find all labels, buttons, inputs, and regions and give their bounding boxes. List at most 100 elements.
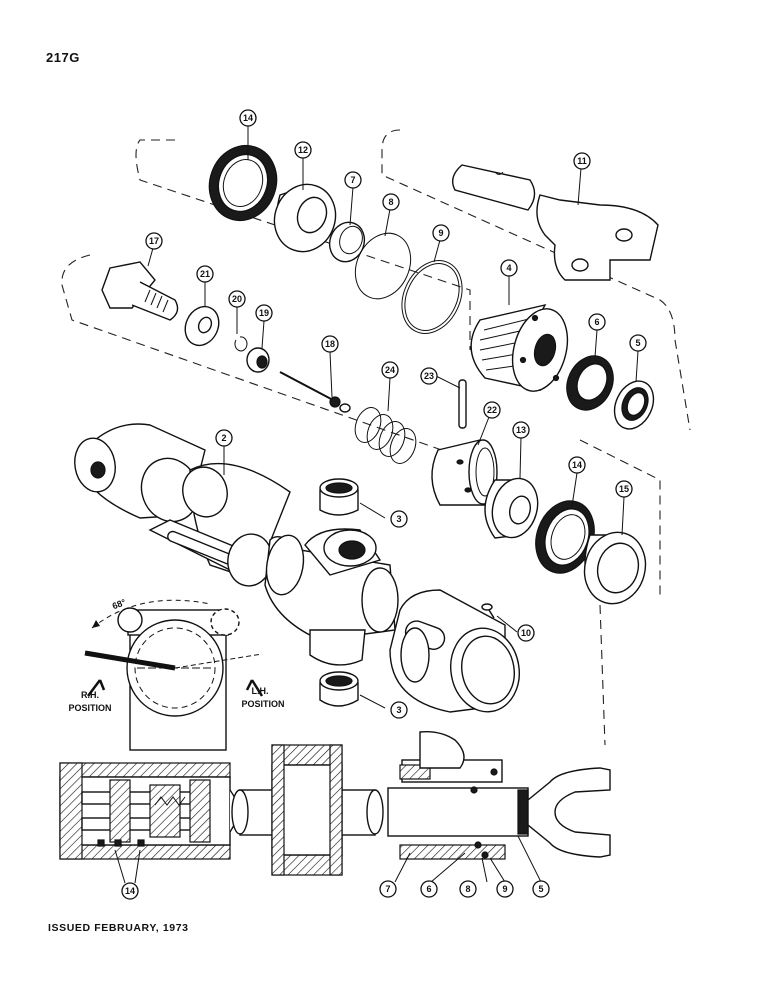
- part-10-screw: [481, 603, 495, 619]
- part-14-middle-seal-ring: [535, 500, 595, 574]
- svg-text:7: 7: [350, 175, 355, 185]
- part-3-bushing-upper: [319, 478, 359, 516]
- callout-11: 11: [573, 152, 591, 170]
- svg-text:3: 3: [396, 514, 401, 524]
- part-23-roll-pin: [458, 379, 467, 429]
- part-21-washer: [184, 305, 220, 347]
- svg-text:14: 14: [125, 886, 135, 896]
- svg-text:22: 22: [487, 405, 497, 415]
- part-8-o-ring: [354, 232, 412, 300]
- rh-label: R.H.: [81, 690, 99, 700]
- callout-7-top: 7: [344, 171, 362, 189]
- svg-text:10: 10: [521, 628, 531, 638]
- svg-text:14: 14: [243, 113, 253, 123]
- svg-text:13: 13: [516, 425, 526, 435]
- part-18-pin: [279, 371, 351, 413]
- svg-text:21: 21: [200, 269, 210, 279]
- section-view-left: [59, 762, 239, 860]
- part-12-gland: [273, 183, 337, 253]
- lh-label: L.H.: [252, 686, 269, 696]
- svg-text:11: 11: [577, 156, 587, 166]
- center-body: [264, 528, 399, 666]
- callout-6-bottom: 6: [420, 880, 438, 898]
- svg-text:15: 15: [619, 484, 629, 494]
- callout-21: 21: [196, 265, 214, 283]
- svg-text:5: 5: [538, 884, 543, 894]
- callout-5-bottom: 5: [532, 880, 550, 898]
- callout-23: 23: [420, 367, 438, 385]
- svg-text:17: 17: [149, 236, 159, 246]
- svg-text:8: 8: [388, 197, 393, 207]
- part-6-wiper: [566, 355, 614, 411]
- callout-8-top: 8: [382, 193, 400, 211]
- right-cylinder-barrel: [389, 589, 520, 713]
- callout-9-top: 9: [432, 224, 450, 242]
- page-code: 217G: [46, 50, 80, 65]
- svg-text:3: 3: [396, 705, 401, 715]
- callout-2: 2: [215, 429, 233, 447]
- callout-14-bottom: 14: [121, 882, 139, 900]
- callout-4: 4: [500, 259, 518, 277]
- callout-7-bottom: 7: [379, 880, 397, 898]
- callout-10: 10: [517, 624, 535, 642]
- part-7-bushing: [328, 221, 366, 263]
- part-4-piston: [470, 303, 569, 392]
- svg-text:23: 23: [424, 371, 434, 381]
- callout-6-top: 6: [588, 313, 606, 331]
- svg-text:6: 6: [426, 884, 431, 894]
- svg-text:7: 7: [385, 884, 390, 894]
- dashed-outline-middle: [61, 254, 471, 461]
- callout-18: 18: [321, 335, 339, 353]
- lh-position-label: POSITION: [241, 699, 284, 709]
- part-3-bushing-lower: [319, 671, 359, 707]
- callout-22: 22: [483, 401, 501, 419]
- callout-9-bottom: 9: [496, 880, 514, 898]
- svg-text:24: 24: [385, 365, 395, 375]
- callout-3-lower: 3: [390, 701, 408, 719]
- svg-text:8: 8: [465, 884, 470, 894]
- callout-17: 17: [145, 232, 163, 250]
- callout-14-middle: 14: [568, 456, 586, 474]
- callout-8-bottom: 8: [459, 880, 477, 898]
- part-14-seal-ring: [208, 144, 278, 222]
- issued-date: ISSUED FEBRUARY, 1973: [48, 922, 189, 934]
- callout-12: 12: [294, 141, 312, 159]
- rh-position-label: POSITION: [68, 703, 111, 713]
- svg-text:12: 12: [298, 145, 308, 155]
- angle-label: 68°: [111, 597, 128, 611]
- part-11-rod-clevis: [452, 164, 659, 281]
- svg-text:18: 18: [325, 339, 335, 349]
- svg-text:20: 20: [232, 294, 242, 304]
- callout-3-upper: 3: [390, 510, 408, 528]
- callout-24: 24: [381, 361, 399, 379]
- dashed-outline-top-right: [381, 129, 691, 431]
- svg-text:19: 19: [259, 308, 269, 318]
- dashed-outline-lower: [579, 439, 661, 746]
- svg-text:9: 9: [438, 228, 443, 238]
- svg-text:4: 4: [506, 263, 511, 273]
- part-5-seal: [613, 380, 655, 430]
- callout-13: 13: [512, 421, 530, 439]
- callout-20: 20: [228, 290, 246, 308]
- part-9-backup-ring: [401, 260, 463, 334]
- callout-15: 15: [615, 480, 633, 498]
- part-2-sleeve: [148, 462, 291, 587]
- part-17-bolt: [101, 261, 179, 321]
- part-20-snap-ring: [234, 336, 248, 352]
- section-view-center: [231, 744, 384, 876]
- part-19-valve-seat: [246, 347, 270, 373]
- end-view: [84, 599, 264, 751]
- svg-text:2: 2: [221, 433, 226, 443]
- callout-14-top: 14: [239, 109, 257, 127]
- callout-5-top: 5: [629, 334, 647, 352]
- svg-text:6: 6: [594, 317, 599, 327]
- svg-text:9: 9: [502, 884, 507, 894]
- section-view-right: [387, 730, 611, 860]
- dashed-outline-top-left: [135, 139, 471, 350]
- leader-lines: [114, 124, 639, 884]
- svg-text:5: 5: [635, 338, 640, 348]
- callout-19: 19: [255, 304, 273, 322]
- part-15-ring: [583, 531, 647, 605]
- part-24-spring: [354, 407, 417, 464]
